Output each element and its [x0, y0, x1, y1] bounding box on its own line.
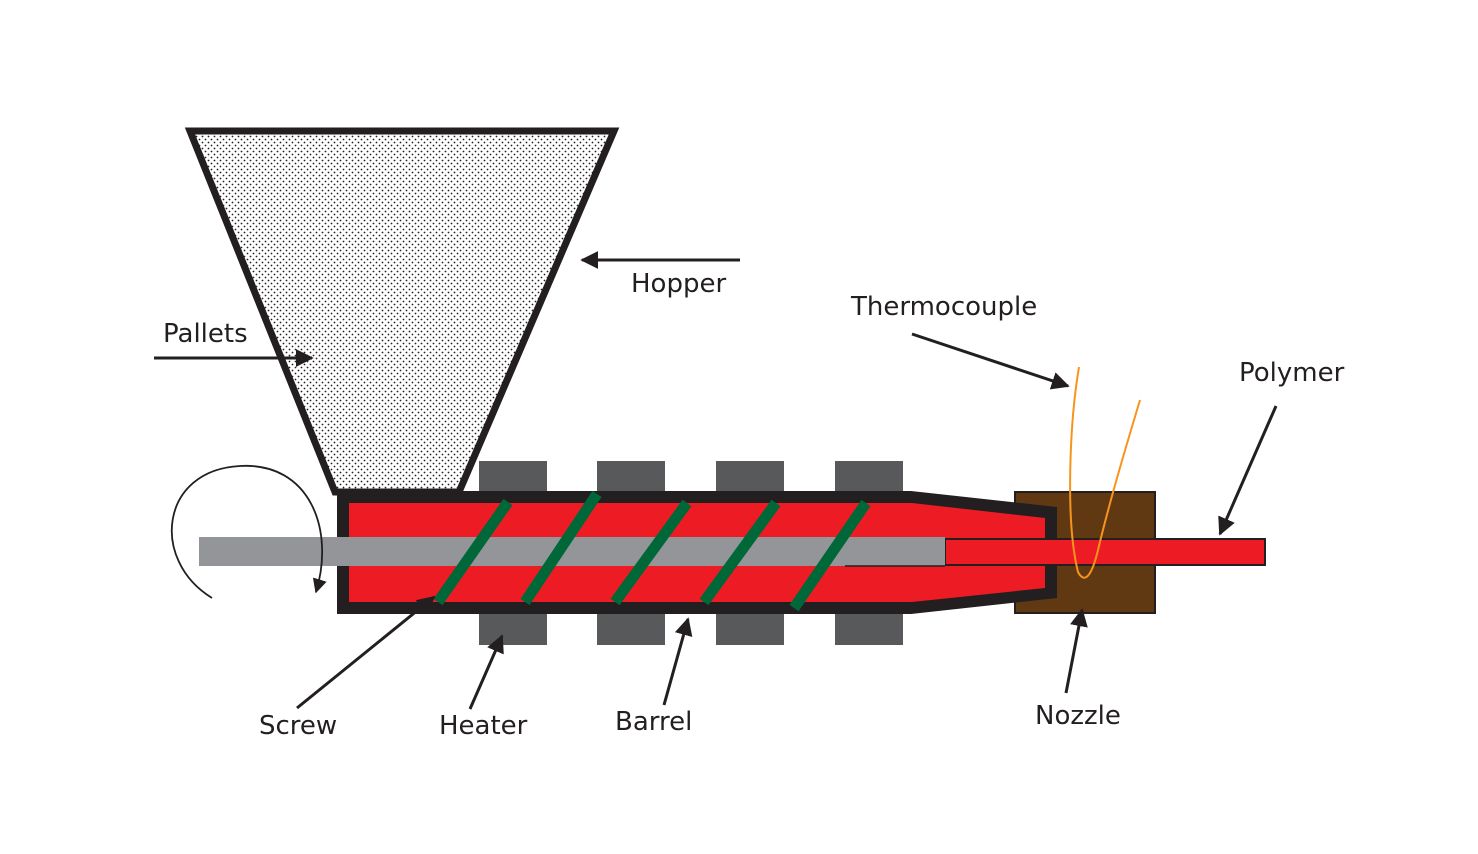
heater-band: [835, 612, 903, 645]
polymer-leader: [1218, 405, 1278, 536]
label-hopper: Hopper: [631, 269, 726, 299]
heater-band: [597, 461, 665, 493]
heater-band: [597, 612, 665, 645]
label-barrel: Barrel: [615, 707, 692, 737]
polymer-strand: [944, 538, 1266, 566]
label-polymer: Polymer: [1239, 358, 1345, 388]
heater-band: [716, 612, 784, 645]
label-screw: Screw: [259, 711, 337, 741]
label-thermocouple: Thermocouple: [850, 292, 1037, 322]
label-nozzle: Nozzle: [1035, 701, 1121, 731]
heater-band: [479, 461, 547, 493]
screw-flight: [789, 499, 871, 612]
heater-band: [835, 461, 903, 493]
screw-flight: [699, 499, 781, 606]
thermocouple-wire: [1069, 366, 1141, 579]
rotation-arrow: [170, 465, 327, 599]
screw-flight: [610, 499, 692, 606]
hopper: [184, 127, 620, 496]
screw-leader: [296, 595, 436, 710]
nozzle-leader: [1064, 608, 1088, 694]
heater-band: [716, 461, 784, 493]
leader-lines: [154, 251, 1278, 710]
screw-flights: [433, 490, 871, 612]
thermocouple-leader: [911, 332, 1070, 390]
screw-flight: [433, 498, 513, 606]
label-heater: Heater: [439, 711, 528, 741]
heaters: [479, 461, 903, 645]
label-pallets: Pallets: [163, 319, 248, 349]
screw-flight: [520, 490, 602, 606]
barrel-leader: [662, 617, 693, 706]
heater-band: [479, 612, 547, 645]
heater-leader: [468, 634, 504, 710]
